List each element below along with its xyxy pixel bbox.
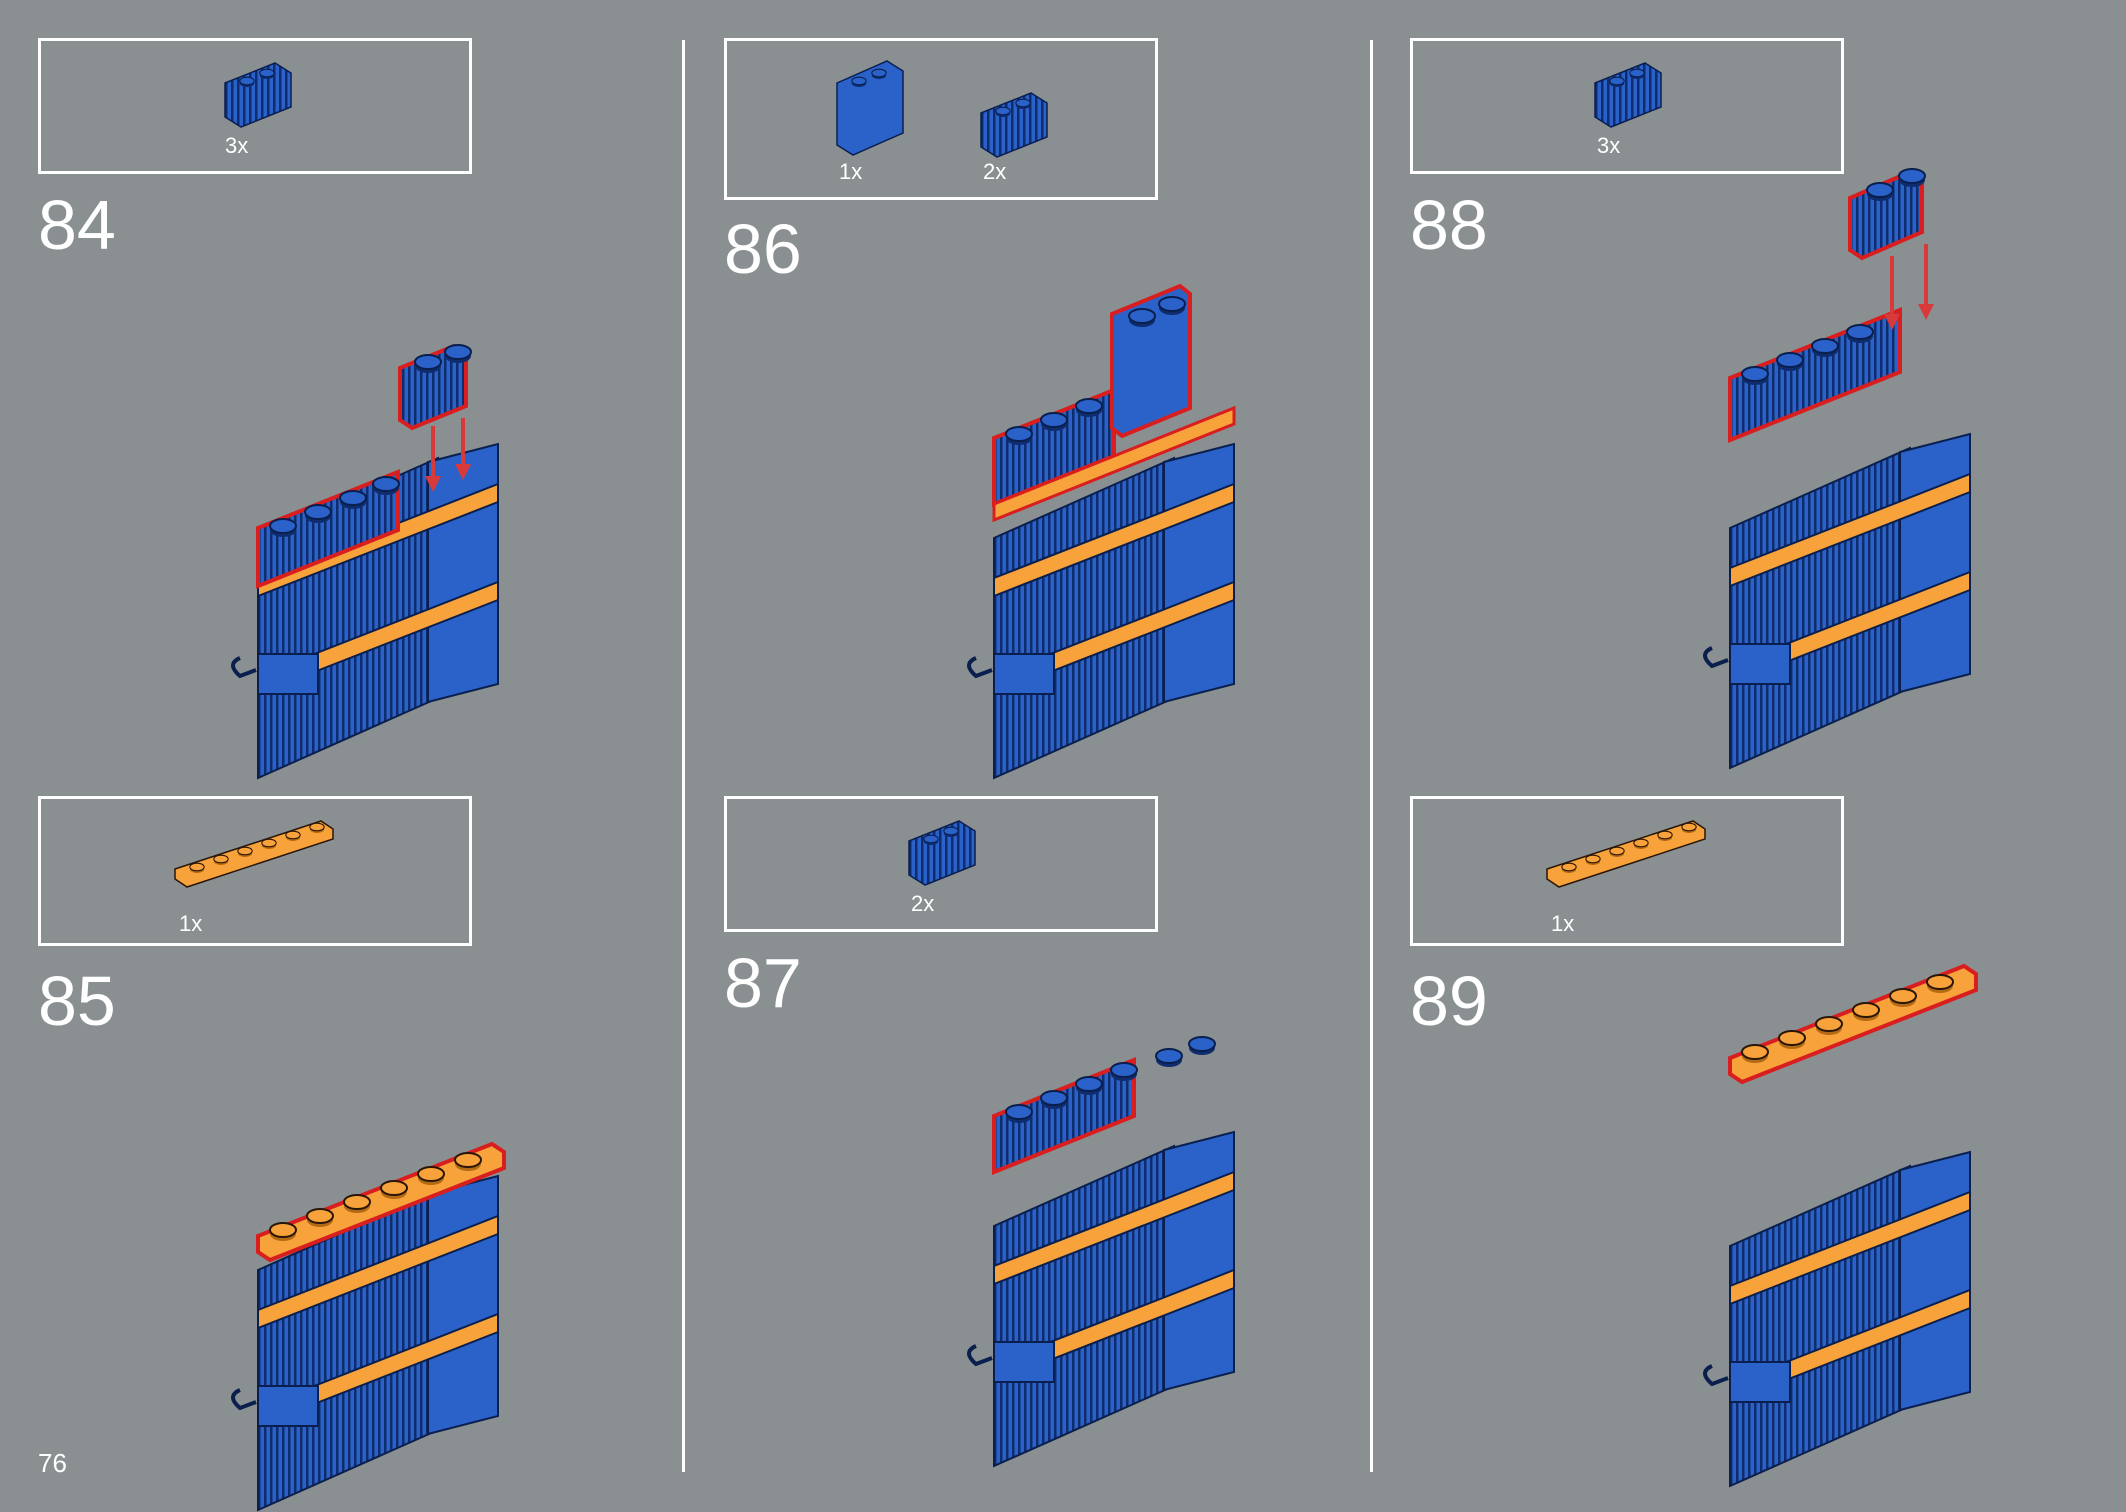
assembly-model	[231, 343, 500, 780]
step-number: 85	[38, 962, 116, 1040]
parts-callout: 1x	[38, 796, 472, 946]
step-86: 1x 2x 86	[724, 38, 1404, 780]
step-number: 84	[38, 186, 116, 264]
part-quantity: 1x	[1551, 911, 1575, 936]
parts-callout: 3x	[38, 38, 472, 174]
assembly-model	[967, 1036, 1236, 1468]
step-number: 86	[724, 210, 802, 288]
step-number: 88	[1410, 186, 1488, 264]
column-divider-1	[682, 40, 685, 1472]
part-quantity: 3x	[225, 133, 249, 158]
parts-callout: 1x 2x	[724, 38, 1158, 200]
part-quantity: 2x	[983, 159, 1007, 184]
step-number: 89	[1410, 962, 1488, 1040]
brick-1x2x2-blue-icon	[836, 60, 904, 156]
assembly-model	[1703, 963, 1978, 1488]
brick-1x2-grille-blue-icon	[980, 92, 1048, 158]
brick-1x2-grille-blue-icon	[908, 820, 976, 886]
step-number: 87	[724, 944, 802, 1022]
step-84: 3x 84	[38, 38, 718, 780]
part-quantity: 1x	[839, 159, 863, 184]
part-quantity: 1x	[179, 911, 203, 936]
plate-1x6-orange-icon	[174, 820, 334, 888]
parts-callout: 3x	[1410, 38, 1844, 174]
assembly-model	[1703, 168, 1972, 770]
plate-1x6-orange-icon	[1546, 820, 1706, 888]
column-divider-2	[1370, 40, 1373, 1472]
part-quantity: 2x	[911, 891, 935, 916]
step-87: 2x 87	[724, 796, 1404, 1496]
step-89: 1x 89	[1410, 796, 2090, 1496]
step-85: 1x 85	[38, 796, 718, 1512]
assembly-model	[231, 1141, 506, 1512]
page-number: 76	[38, 1448, 67, 1478]
assembly-model	[967, 283, 1236, 780]
brick-1x2-grille-blue-icon	[224, 62, 292, 128]
parts-callout: 2x	[724, 796, 1158, 932]
parts-callout: 1x	[1410, 796, 1844, 946]
part-quantity: 3x	[1597, 133, 1621, 158]
brick-1x2-grille-blue-icon	[1594, 62, 1662, 128]
step-88: 3x 88	[1410, 38, 2090, 770]
